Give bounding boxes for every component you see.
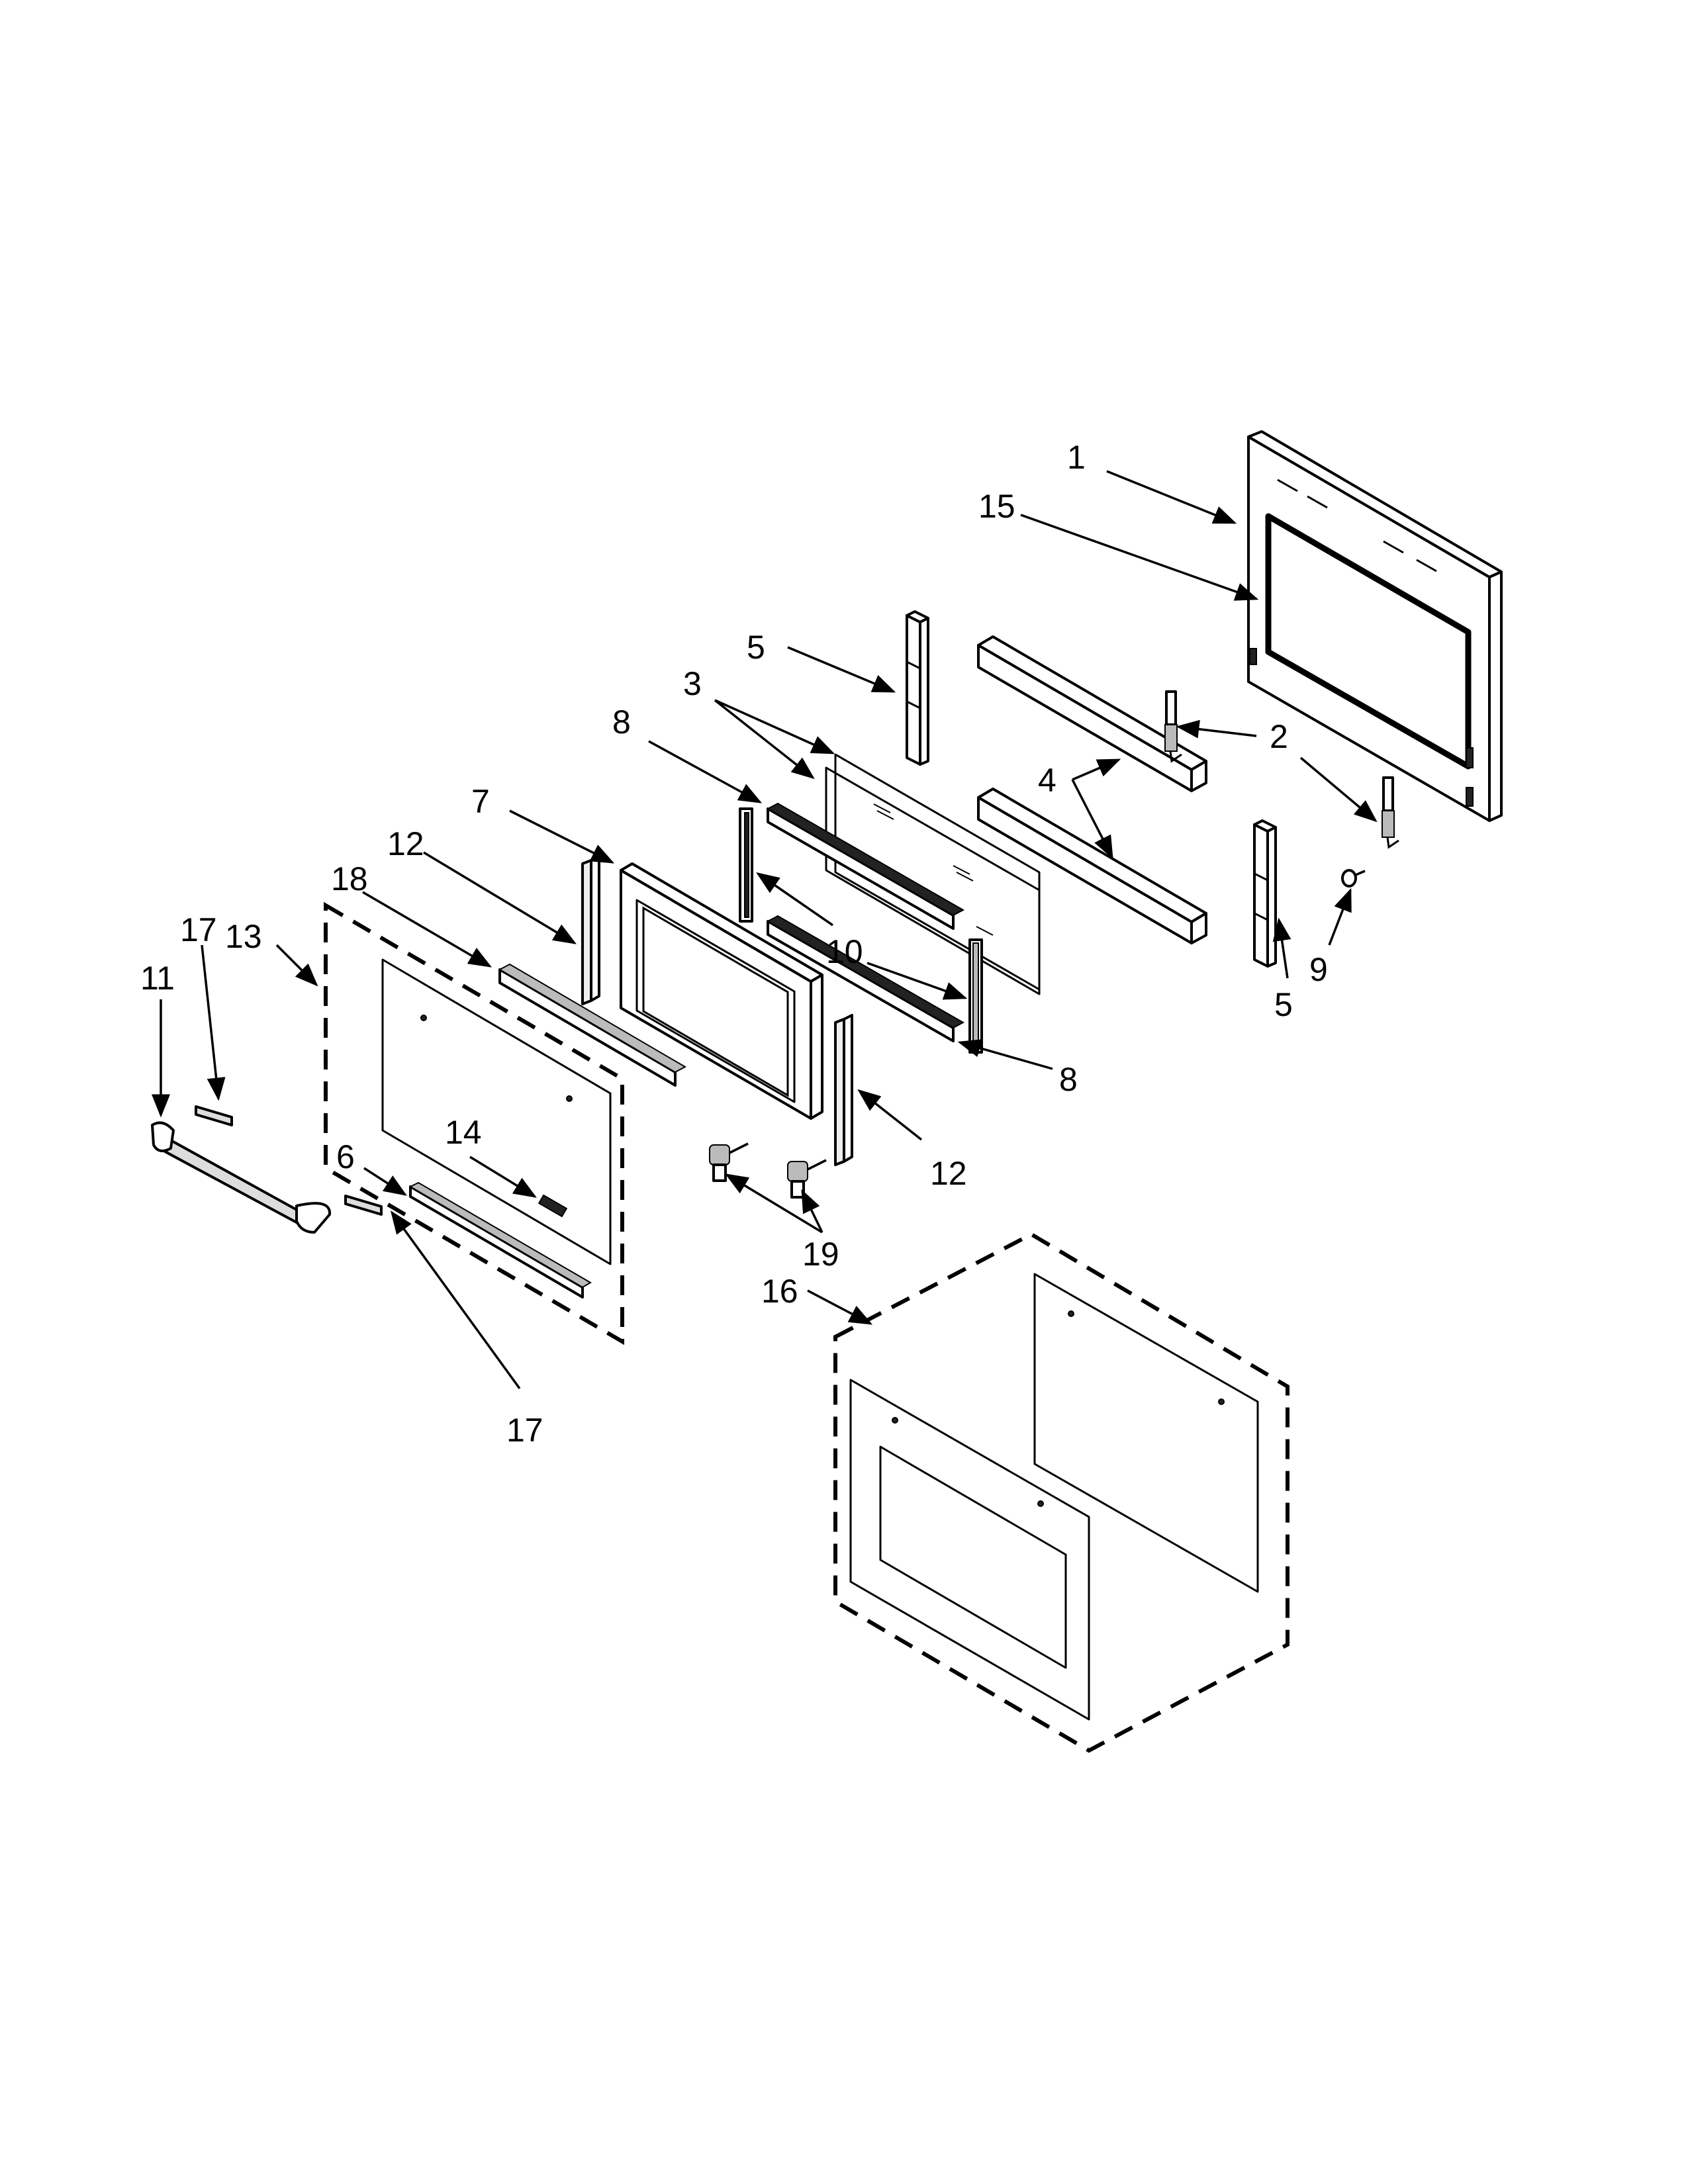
leader-19-a xyxy=(725,1173,823,1234)
hinge-part-2-upper xyxy=(1164,690,1182,763)
outer-door-assembly-part-13 xyxy=(324,901,624,1345)
leader-3-a xyxy=(714,699,835,754)
end-cap-part-17-upper xyxy=(195,1105,233,1126)
side-bracket-part-12-left xyxy=(581,855,600,1005)
top-rail-part-18 xyxy=(498,963,687,1087)
leader-10-b xyxy=(867,962,968,1000)
leader-5-lower xyxy=(1272,917,1291,979)
leader-14 xyxy=(469,1156,537,1198)
seal-part-10-right xyxy=(968,938,983,1054)
callout-19: 19 xyxy=(802,1236,839,1273)
leader-8-upper xyxy=(648,740,763,803)
leader-12-lower xyxy=(857,1089,923,1141)
callout-12-upper: 12 xyxy=(387,825,424,862)
handle-part-11 xyxy=(151,1121,332,1234)
trim-part-8-upper xyxy=(766,802,965,930)
callout-17-lower: 17 xyxy=(506,1412,543,1449)
callout-11: 11 xyxy=(140,960,175,997)
callout-18: 18 xyxy=(331,860,368,897)
vertical-bracket-part-5-upper xyxy=(906,610,929,766)
callout-5-lower: 5 xyxy=(1274,986,1293,1023)
callout-12-lower: 12 xyxy=(930,1155,967,1192)
leader-18 xyxy=(362,891,492,968)
callout-1: 1 xyxy=(1067,439,1086,476)
callout-labels: 1 15 2 3 4 5 5 6 7 8 8 9 10 11 12 12 13 … xyxy=(140,439,1328,1449)
callout-8-upper: 8 xyxy=(612,704,631,741)
bottom-rail-part-6 xyxy=(408,1181,592,1298)
hinge-part-2-lower xyxy=(1382,776,1399,849)
door-strip-part-4-lower xyxy=(977,788,1207,944)
leader-4-a xyxy=(1072,758,1121,781)
leader-17-upper xyxy=(201,944,226,1101)
callout-14: 14 xyxy=(445,1114,482,1151)
leader-19-b xyxy=(801,1189,823,1233)
callout-17-upper: 17 xyxy=(180,911,217,948)
end-cap-part-17-lower xyxy=(344,1195,383,1216)
leader-3-b xyxy=(714,699,815,780)
leader-4-b xyxy=(1071,779,1113,860)
callout-10: 10 xyxy=(826,933,863,970)
door-frame-part-7 xyxy=(620,862,823,1120)
leader-2-upper xyxy=(1176,719,1257,739)
leader-7 xyxy=(509,809,615,864)
leader-16 xyxy=(807,1289,873,1325)
callout-9: 9 xyxy=(1309,951,1328,988)
callout-5-upper: 5 xyxy=(747,629,765,666)
callout-4: 4 xyxy=(1038,762,1056,799)
leader-5-upper xyxy=(787,646,896,693)
inner-door-panel-part-1 xyxy=(1247,430,1503,822)
screw-part-9 xyxy=(1341,869,1366,887)
leader-6 xyxy=(363,1167,407,1196)
leader-12-upper xyxy=(423,851,577,944)
callout-3: 3 xyxy=(683,665,702,702)
callout-16: 16 xyxy=(761,1273,798,1310)
leader-15 xyxy=(1020,514,1259,601)
leader-10-a xyxy=(756,872,833,927)
outer-glass-part-14 xyxy=(381,958,612,1265)
hinge-pin-part-19-left xyxy=(709,1142,749,1182)
leader-17-lower xyxy=(390,1210,521,1390)
callout-7: 7 xyxy=(471,783,490,820)
leader-9 xyxy=(1328,887,1352,946)
leader-lines xyxy=(152,470,1378,1390)
hinge-pin-part-19-right xyxy=(787,1159,827,1199)
leader-13 xyxy=(275,944,318,987)
callout-2: 2 xyxy=(1270,718,1288,755)
door-strip-part-4-upper xyxy=(977,635,1207,792)
callout-15: 15 xyxy=(978,488,1015,525)
callout-13: 13 xyxy=(225,918,262,955)
leader-2-lower xyxy=(1299,756,1378,823)
side-bracket-part-12-right xyxy=(834,1014,853,1166)
trim-part-8-lower xyxy=(766,915,965,1042)
door-assembly-part-16 xyxy=(833,1232,1289,1753)
leader-8-lower xyxy=(957,1039,1053,1070)
callout-8-lower: 8 xyxy=(1059,1061,1078,1098)
seal-part-10-left xyxy=(739,807,753,923)
leader-1 xyxy=(1106,470,1237,524)
callout-6: 6 xyxy=(336,1138,355,1175)
vertical-bracket-part-5-lower xyxy=(1253,819,1277,968)
